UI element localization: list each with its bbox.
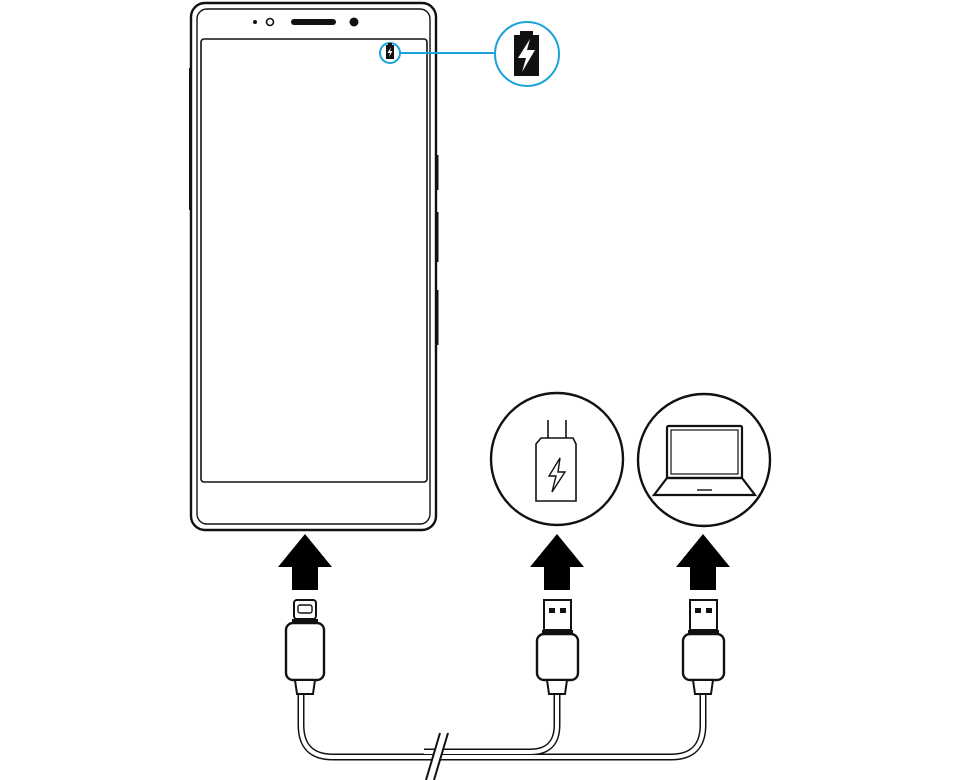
phone-screen: [200, 38, 428, 483]
sensor-dot: [253, 20, 257, 24]
wall-charger-icon: [535, 420, 577, 502]
battery-callout: [379, 21, 560, 87]
earpiece-speaker: [291, 19, 336, 25]
secondary-camera-icon: [349, 17, 359, 27]
arrow-up-icon: [530, 534, 584, 590]
arrow-up-icon: [278, 534, 332, 590]
arrows: [278, 534, 730, 590]
usb-a-plug-laptop: [681, 599, 726, 695]
phone: [189, 1, 439, 532]
usb-c-plug: [284, 599, 326, 695]
battery-charging-icon: [386, 43, 394, 59]
cable-break-icon: [425, 732, 449, 780]
usb-a-plug-charger: [535, 599, 580, 695]
front-camera-icon: [265, 17, 275, 27]
phone-body-inner: [196, 8, 431, 525]
cable-laptop: [424, 694, 707, 761]
laptop-circle: [636, 392, 772, 528]
arrow-up-icon: [676, 534, 730, 590]
laptop-icon: [651, 424, 758, 497]
phone-body: [189, 1, 438, 532]
cable-usb-c: [297, 694, 424, 761]
battery-charging-icon-large: [514, 31, 539, 76]
wall-charger-circle: [489, 391, 625, 527]
cables: [297, 694, 707, 761]
